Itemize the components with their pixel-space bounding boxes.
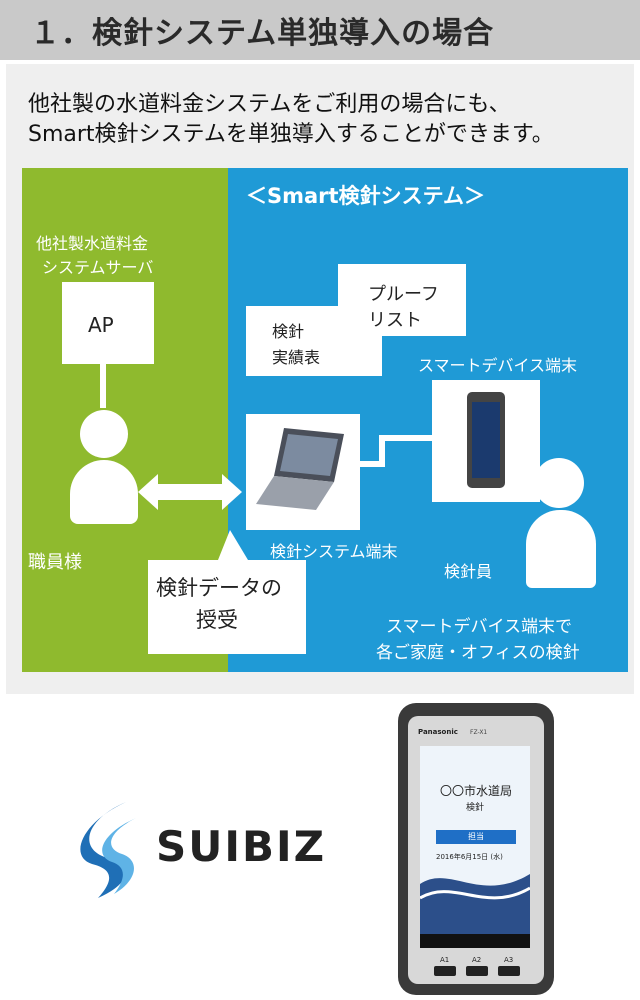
data-exchange-callout <box>148 530 306 654</box>
phone-key-a3[interactable]: A3 <box>504 956 514 964</box>
screen-subtitle: 検針 <box>466 803 485 813</box>
inspector-label: 検針員 <box>444 562 493 581</box>
server-label-2: システムサーバ <box>42 258 154 277</box>
header-bar <box>0 0 640 60</box>
bottom-caption-2: 各ご家庭・オフィスの検針 <box>376 643 580 663</box>
proof-label-1: プルーフ <box>368 284 439 305</box>
screen-wave-decoration <box>420 874 530 934</box>
terminal-label: 検針システム端末 <box>270 542 398 561</box>
inspector-body <box>526 510 596 588</box>
smart-device-screen <box>472 402 500 478</box>
report-label-2: 実績表 <box>272 348 321 367</box>
phone-nav-bar <box>420 934 530 948</box>
screen-date: 2016年6月15日 (水) <box>436 853 503 861</box>
staff-label: 職員様 <box>28 552 82 573</box>
report-label-1: 検針 <box>272 322 305 341</box>
ap-server-box <box>62 282 154 364</box>
double-arrow-icon <box>138 474 242 510</box>
smart-device-label: スマートデバイス端末 <box>418 356 578 375</box>
screen-title: 〇〇市水道局 <box>440 784 513 798</box>
phone-button-a1[interactable] <box>434 966 456 976</box>
phone-button-a3[interactable] <box>498 966 520 976</box>
system-title: ＜Smart検針システム＞ <box>246 184 485 208</box>
ap-label: AP <box>88 313 114 337</box>
proof-label-2: リスト <box>368 310 422 331</box>
phone-key-a2[interactable]: A2 <box>472 956 482 964</box>
server-connector <box>100 364 106 408</box>
suibiz-logo-icon <box>80 802 136 898</box>
bottom-caption-1: スマートデバイス端末で <box>386 617 572 637</box>
proof-document <box>338 264 466 336</box>
suibiz-logo-text: SUIBIZ <box>156 822 327 871</box>
phone-key-a1[interactable]: A1 <box>440 956 450 964</box>
phone-model: FZ-X1 <box>470 729 488 736</box>
page-title: １．検針システム単独導入の場合 <box>30 16 495 51</box>
screen-assign-button[interactable]: 担当 <box>436 830 516 844</box>
phone-brand: Panasonic <box>418 728 458 736</box>
exchange-label-2: 授受 <box>196 608 238 632</box>
exchange-label-1: 検針データの <box>156 576 282 600</box>
laptop-icon <box>256 428 344 510</box>
staff-person-icon <box>80 410 128 458</box>
inspector-person-icon <box>534 458 584 508</box>
staff-body <box>70 460 138 524</box>
phone-button-a2[interactable] <box>466 966 488 976</box>
device-connector <box>360 435 438 467</box>
intro-line-1: 他社製の水道料金システムをご利用の場合にも、 <box>28 92 511 117</box>
server-label-1: 他社製水道料金 <box>36 234 149 253</box>
intro-line-2: Smart検針システムを単独導入することができます。 <box>28 122 554 147</box>
